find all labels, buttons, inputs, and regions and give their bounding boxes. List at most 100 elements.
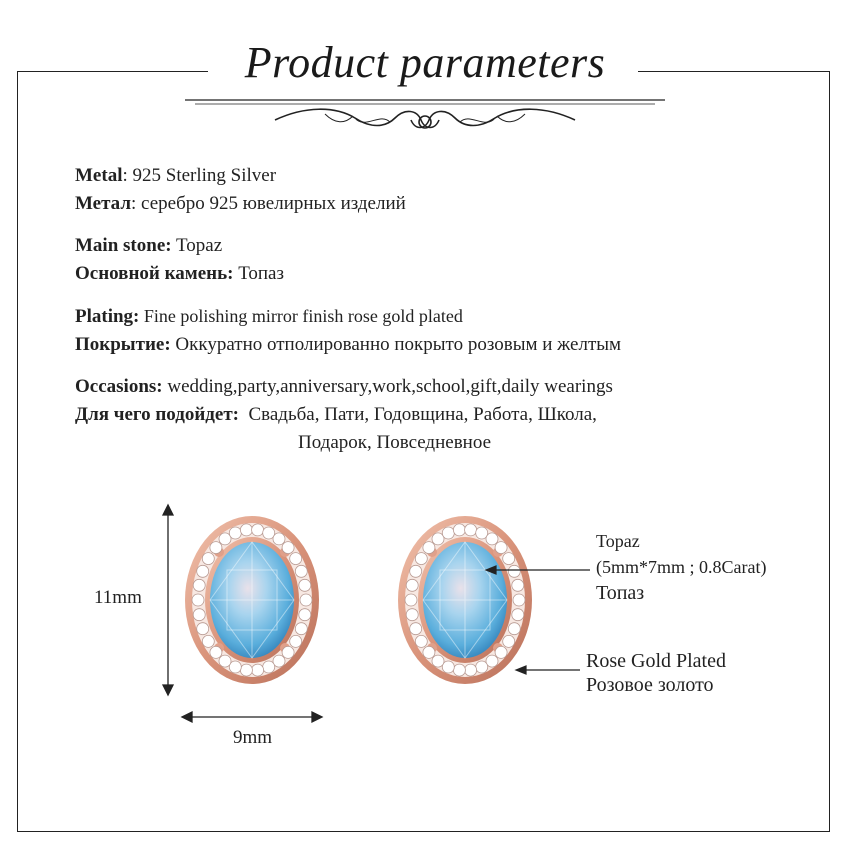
plating-label-en: Plating:	[75, 306, 140, 327]
halo-stone	[294, 622, 308, 636]
metal-value-en: : 925 Sterling Silver	[122, 165, 277, 186]
halo-stone	[201, 552, 215, 565]
halo-stone	[289, 552, 303, 565]
halo-stone	[281, 541, 295, 554]
halo-stone	[502, 634, 516, 648]
param-plating: Plating: Fine polishing mirror finish ro…	[75, 302, 835, 359]
halo-stone	[262, 660, 276, 674]
halo-stone	[272, 654, 286, 668]
halo-stone	[404, 593, 418, 607]
param-stone: Main stone: Topaz Основной камень: Топаз	[75, 232, 835, 288]
halo-stone	[196, 564, 210, 578]
earring-left	[184, 515, 320, 685]
ornament-divider	[185, 99, 665, 129]
width-label: 9mm	[233, 727, 273, 748]
halo-stone	[452, 663, 466, 677]
halo-stone	[228, 660, 242, 674]
ornament-swirl-right	[410, 108, 576, 129]
halo-stone	[512, 593, 526, 607]
halo-stone	[239, 523, 253, 537]
halo-stone	[201, 634, 215, 648]
halo-stone	[452, 523, 466, 537]
param-occasions: Occasions: wedding,party,anniversary,wor…	[75, 373, 835, 457]
halo-stone	[405, 608, 419, 622]
halo-stone	[196, 622, 210, 636]
halo-stone	[405, 578, 419, 592]
occasions-label-ru: Для чего подойдет:	[75, 404, 239, 425]
plating-label-ru: Покрытие:	[75, 334, 171, 355]
plating-info-en: Rose Gold Plated	[586, 650, 726, 672]
halo-stone	[251, 523, 265, 537]
halo-stone	[299, 593, 313, 607]
halo-stone	[507, 564, 521, 578]
halo-stone	[239, 663, 253, 677]
halo-stone	[464, 663, 478, 677]
halo-stone	[485, 532, 499, 546]
occasions-value-en: wedding,party,anniversary,work,school,gi…	[162, 376, 613, 397]
metal-value-ru: : серебро 925 ювелирных изделий	[131, 193, 406, 214]
occasions-label-en: Occasions:	[75, 376, 163, 397]
halo-stone	[298, 578, 312, 592]
stone-info: Topaz (5mm*7mm ; 0.8Carat) Топаз	[596, 528, 766, 606]
halo-stone	[414, 552, 428, 565]
halo-stone	[494, 541, 508, 554]
parameters-list: Metal: 925 Sterling Silver Метал: серебр…	[75, 162, 835, 471]
halo-stone	[289, 634, 303, 648]
halo-stone	[494, 645, 508, 659]
halo-stone	[218, 532, 232, 546]
halo-stone	[409, 622, 423, 636]
title-gap	[208, 60, 638, 84]
plating-value-en: Fine polishing mirror finish rose gold p…	[139, 306, 463, 326]
pointer-plating	[514, 665, 580, 675]
halo-stone	[294, 564, 308, 578]
halo-stone	[262, 526, 276, 540]
metal-label-ru: Метал	[75, 193, 132, 214]
metal-label-en: Metal	[75, 165, 123, 186]
halo-stone	[441, 660, 455, 674]
plating-value-ru: Оккуратно отполированно покрыто розовым …	[170, 334, 622, 355]
page-title: Product parameters	[244, 38, 606, 87]
earring-right	[397, 515, 533, 685]
halo-stone	[511, 608, 525, 622]
halo-stone	[414, 634, 428, 648]
halo-stone	[191, 593, 205, 607]
halo-stone	[218, 654, 232, 668]
height-label: 11mm	[94, 587, 142, 608]
stone-value-ru: Топаз	[233, 263, 284, 284]
plating-info-ru: Розовое золото	[586, 674, 714, 696]
stone-name-en: Topaz	[596, 531, 640, 551]
halo-stone	[422, 645, 436, 659]
halo-stone	[209, 541, 223, 554]
halo-stone	[475, 660, 489, 674]
earrings-svg	[161, 503, 590, 724]
halo-stone	[251, 663, 265, 677]
halo-stones	[191, 523, 526, 677]
halo-stone	[502, 552, 516, 565]
product-illustration: 11mm 9mm Topaz (5mm*7mm ; 0.8Carat) Топа…	[0, 495, 850, 765]
stone-name-ru: Топаз	[596, 582, 645, 604]
halo-stone	[485, 654, 499, 668]
halo-stone	[228, 526, 242, 540]
halo-stone	[431, 532, 445, 546]
halo-stone	[192, 608, 206, 622]
stone-label-en: Main stone:	[75, 235, 172, 256]
halo-stone	[464, 523, 478, 537]
halo-stone	[511, 578, 525, 592]
occasions-value-ru-2: Подарок, Повседневное	[298, 432, 492, 453]
occasions-value-ru: Свадьба, Пати, Годовщина, Работа, Школа,	[238, 404, 597, 425]
plating-info: Rose Gold Plated Розовое золото	[586, 649, 726, 697]
pointer-topaz	[484, 565, 590, 575]
stone-label-ru: Основной камень:	[75, 263, 234, 284]
width-arrow	[180, 710, 324, 724]
halo-stone	[272, 532, 286, 546]
stone-size: (5mm*7mm ; 0.8Carat)	[596, 557, 767, 577]
stone-value-en: Topaz	[171, 235, 223, 256]
halo-stone	[422, 541, 436, 554]
height-arrow	[161, 503, 175, 697]
halo-stone	[441, 526, 455, 540]
halo-stone	[192, 578, 206, 592]
halo-stone	[209, 645, 223, 659]
halo-stone	[281, 645, 295, 659]
halo-stone	[475, 526, 489, 540]
halo-stone	[507, 622, 521, 636]
